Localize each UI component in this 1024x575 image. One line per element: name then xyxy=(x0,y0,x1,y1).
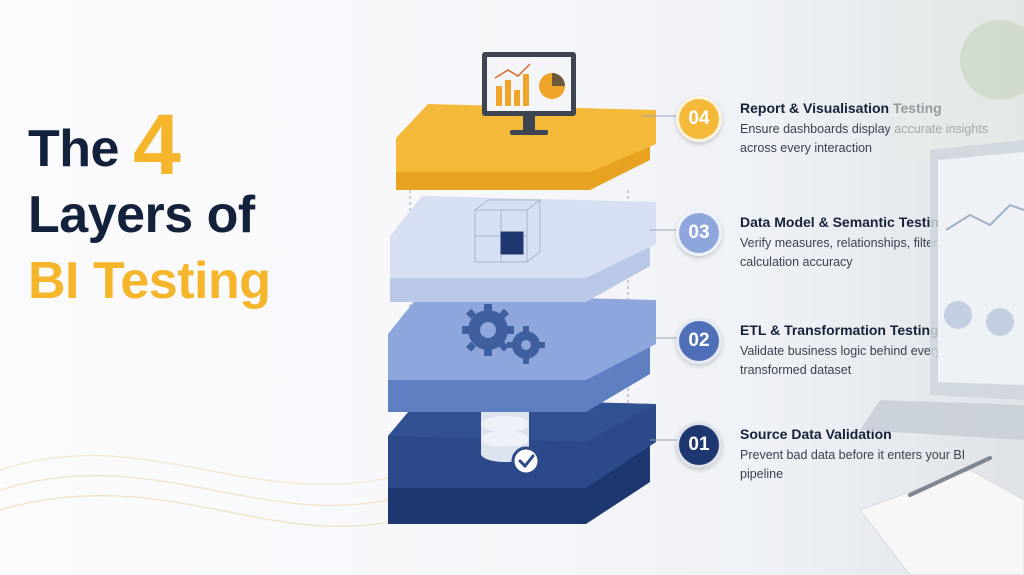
callout-description-02: Validate business logic behind every tra… xyxy=(740,344,942,377)
callout-description-01: Prevent bad data before it enters your B… xyxy=(740,448,966,481)
gears-icon xyxy=(462,304,545,364)
cube-model-icon xyxy=(474,199,542,263)
notebook-pen-icon xyxy=(859,456,1024,575)
badge-03: 03 xyxy=(676,210,722,256)
background-scenery xyxy=(859,0,1024,575)
callout-title-01: Source Data Validation xyxy=(740,426,892,442)
layer-stack xyxy=(388,52,680,524)
badge-04: 04 xyxy=(676,96,722,142)
callout-title-03: Data Model & Semantic Testing xyxy=(740,214,948,230)
title-line-2: Layers of xyxy=(28,186,255,244)
title-the: The xyxy=(28,120,119,178)
title-number: 4 xyxy=(132,97,181,193)
title-line-3: BI Testing xyxy=(28,252,271,310)
callout-description-03: Verify measures, relationships, filters,… xyxy=(740,236,972,269)
leader-lines xyxy=(642,115,680,441)
callout-layer-01: 01 Source Data Validation Prevent bad da… xyxy=(676,422,1006,492)
laptop-icon xyxy=(860,140,1024,440)
badge-02: 02 xyxy=(676,318,722,364)
callout-layer-03: 03 Data Model & Semantic Testing Verify … xyxy=(676,210,1006,280)
monitor-chart-icon xyxy=(482,52,576,135)
badge-01: 01 xyxy=(676,422,722,468)
callout-layer-02: 02 ETL & Transformation Testing Validate… xyxy=(676,318,1006,388)
callout-title-02: ETL & Transformation Testing xyxy=(740,322,939,338)
layer-4-platform xyxy=(396,104,656,190)
